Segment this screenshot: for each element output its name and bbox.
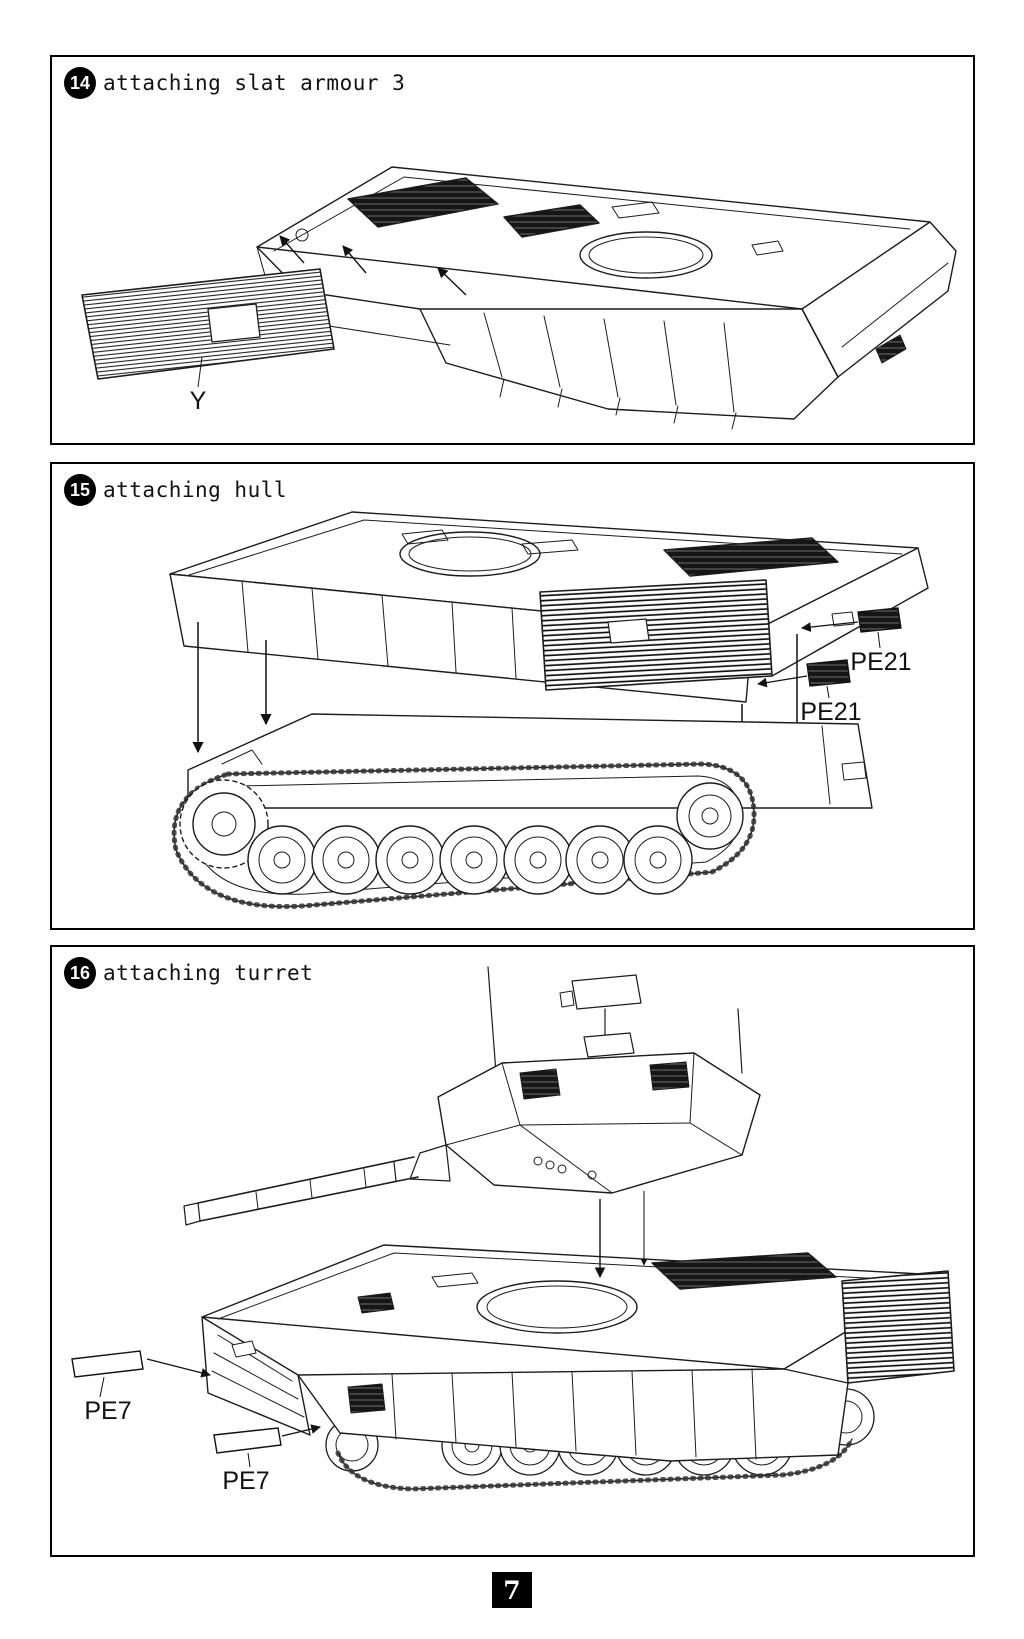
part-label-pe7-2: PE7 bbox=[222, 1467, 270, 1495]
step-title: attaching slat armour 3 bbox=[103, 71, 406, 95]
step-panel-14: 14 attaching slat armour 3 bbox=[50, 55, 975, 445]
step-title: attaching hull bbox=[103, 478, 288, 502]
hull-drawing bbox=[201, 1244, 955, 1462]
step-number-badge: 14 bbox=[64, 67, 96, 99]
road-wheels bbox=[247, 825, 693, 895]
page-number: 7 bbox=[492, 1572, 532, 1608]
turret-assembly-drawing bbox=[71, 966, 955, 1492]
assembly-arrows bbox=[594, 1191, 648, 1279]
part-label-pe7-1: PE7 bbox=[84, 1397, 132, 1425]
upper-hull-drawing bbox=[169, 511, 929, 703]
part-label-y: Y bbox=[189, 387, 207, 415]
part-label-pe21-1: PE21 bbox=[850, 648, 912, 676]
part-label-pe21-2: PE21 bbox=[800, 698, 862, 726]
pe21-parts-drawing bbox=[757, 607, 902, 699]
step-number-badge: 15 bbox=[64, 474, 96, 506]
step-panel-16: 16 attaching turret bbox=[50, 945, 975, 1557]
hull-top-drawing bbox=[256, 166, 957, 430]
step-header: 15 attaching hull bbox=[64, 474, 294, 506]
slat-armour-assembly-drawing bbox=[81, 166, 957, 430]
pe7-parts-drawing bbox=[71, 1350, 321, 1468]
lower-hull-drawing bbox=[171, 713, 873, 910]
step-number-badge: 16 bbox=[64, 957, 96, 989]
hull-assembly-drawing bbox=[169, 511, 929, 910]
attachment-arrows bbox=[279, 235, 467, 296]
step-header: 16 attaching turret bbox=[64, 957, 320, 989]
step-panel-15: 15 attaching hull bbox=[50, 462, 975, 930]
step-title: attaching turret bbox=[103, 961, 314, 985]
slat-armour-part-y-drawing bbox=[81, 268, 335, 388]
turret-drawing bbox=[183, 966, 761, 1226]
step-header: 14 attaching slat armour 3 bbox=[64, 67, 412, 99]
